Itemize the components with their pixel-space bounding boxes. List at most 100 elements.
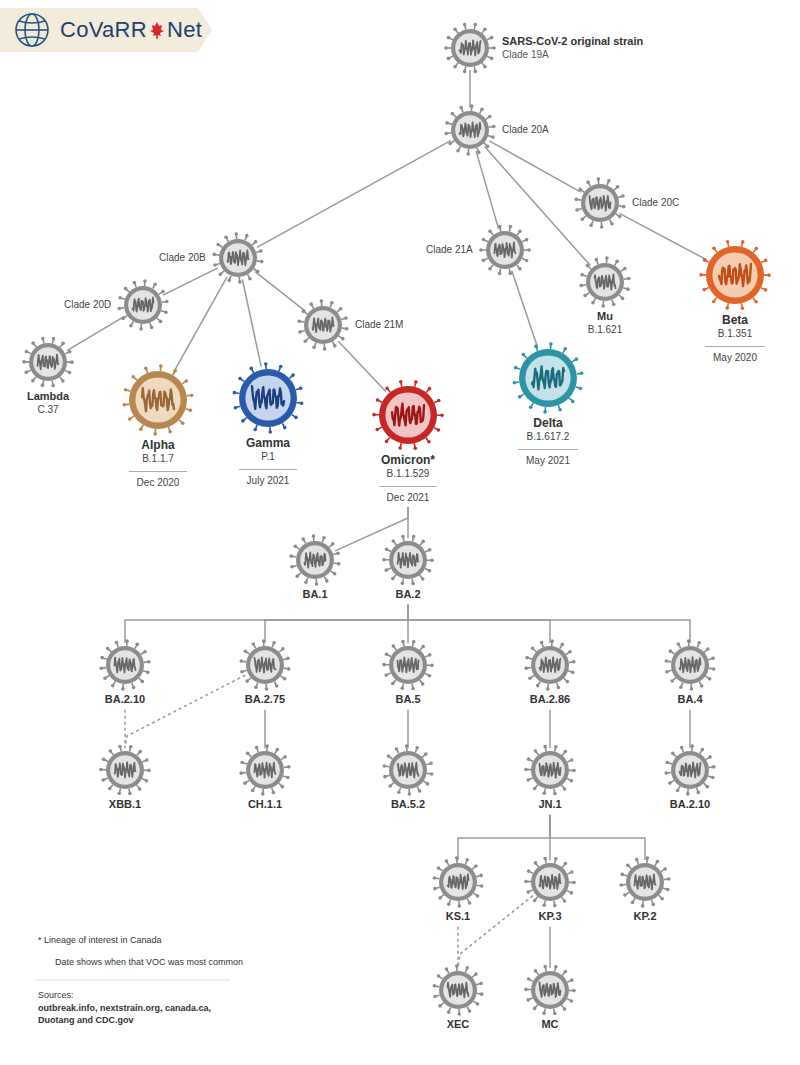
logo-text: Net: [167, 16, 202, 45]
virus-node: BA.2.75: [239, 639, 291, 707]
lineage-detail: July 2021: [239, 469, 298, 488]
lineage-name: Mu: [597, 310, 613, 324]
lineage-link: [469, 70, 471, 108]
label-group: DeltaB.1.617.2May 2021: [518, 416, 578, 467]
virus-node: BA.2.10: [99, 639, 151, 707]
label-group: Clade 21A: [426, 244, 473, 257]
virus-node: Clade 21A: [426, 224, 531, 276]
lineage-name: Clade 21M: [355, 319, 403, 332]
lineage-link: [174, 277, 227, 372]
virus-icon: [117, 279, 169, 331]
lineage-detail: Dec 2021: [379, 486, 438, 505]
lineage-name: KS.1: [446, 910, 470, 924]
lineage-link: [242, 280, 261, 367]
label-group: BA.5: [395, 693, 420, 707]
label-group: MC: [541, 1018, 558, 1032]
virus-icon: [524, 639, 576, 691]
virus-icon: [479, 224, 531, 276]
lineage-name: XBB.1: [109, 798, 141, 812]
virus-node: SARS-CoV-2 original strainClade 19A: [444, 22, 643, 74]
lineage-link: [67, 316, 125, 350]
virus-icon: [22, 336, 74, 388]
label-group: CH.1.1: [248, 798, 282, 812]
virus-node: BA.5: [382, 639, 434, 707]
label-group: Omicron*B.1.1.529Dec 2021: [379, 453, 438, 504]
label-group: JN.1: [538, 798, 561, 812]
lineage-detail: May 2021: [518, 449, 578, 468]
virus-node: BA.2.86: [524, 639, 576, 707]
lineage-name: XEC: [447, 1018, 470, 1032]
virus-node: Clade 20A: [444, 104, 549, 156]
lineage-name: BA.4: [677, 693, 702, 707]
virus-icon: [239, 639, 291, 691]
lineage-link: [476, 151, 499, 229]
lineage-detail: B.1.617.2: [527, 431, 570, 444]
virus-icon: [699, 239, 771, 311]
lineage-link: [408, 605, 550, 643]
lineage-name: BA.2.10: [105, 693, 145, 707]
virus-node: DeltaB.1.617.2May 2021: [512, 342, 584, 467]
virus-node: BA.1: [289, 534, 341, 602]
label-group: BA.2.10: [670, 798, 710, 812]
virus-node: CH.1.1: [239, 744, 291, 812]
virus-icon: [444, 22, 496, 74]
lineage-name: Gamma: [246, 436, 290, 451]
virus-node: Omicron*B.1.1.529Dec 2021: [372, 379, 444, 504]
virus-node: AlphaB.1.1.7Dec 2020: [122, 364, 194, 489]
virus-icon: [664, 744, 716, 796]
legend-rule: [35, 980, 230, 981]
maple-leaf: [150, 22, 164, 39]
virus-icon: [297, 299, 349, 351]
lineage-name: BA.2.10: [670, 798, 710, 812]
lineage-link: [408, 605, 690, 643]
lineage-name: BA.1: [302, 588, 327, 602]
lineage-name: JN.1: [538, 798, 561, 812]
lineage-link: [335, 507, 408, 551]
virus-node: GammaP.1July 2021: [232, 362, 304, 487]
label-group: BA.2.75: [245, 693, 285, 707]
lineage-detail: Clade 19A: [502, 49, 549, 62]
lineage-link: [689, 710, 691, 748]
virus-icon: [239, 744, 291, 796]
lineage-name: BA.2.75: [245, 693, 285, 707]
label-group: Clade 20D: [64, 299, 111, 312]
virus-node: MuB.1.621: [579, 256, 631, 336]
label-group: SARS-CoV-2 original strainClade 19A: [502, 35, 643, 61]
lineage-name: Beta: [722, 313, 748, 328]
label-group: Clade 20B: [159, 252, 206, 265]
recombinant-link: [458, 896, 533, 968]
lineage-name: KP.3: [538, 910, 561, 924]
lineage-link: [255, 272, 306, 312]
virus-icon: [122, 364, 194, 436]
lineage-detail: C.37: [37, 404, 58, 417]
lineage-name: BA.5: [395, 693, 420, 707]
lineage-name: KP.2: [633, 910, 656, 924]
virus-icon: [212, 232, 264, 284]
lineage-link: [512, 271, 538, 348]
lineage-link: [489, 141, 581, 192]
lineage-detail: Dec 2020: [129, 471, 188, 490]
virus-node: BA.4: [664, 639, 716, 707]
recombinant-link: [457, 927, 459, 968]
lineage-name: Omicron*: [381, 453, 435, 468]
virus-node: KP.2: [619, 856, 671, 924]
virus-node: JN.1: [524, 744, 576, 812]
lineage-link: [257, 141, 451, 248]
lineage-name: BA.2: [395, 588, 420, 602]
virus-icon: [382, 639, 434, 691]
label-group: AlphaB.1.1.7Dec 2020: [129, 438, 188, 489]
virus-icon: [232, 362, 304, 434]
label-group: XEC: [447, 1018, 470, 1032]
virus-node: Clade 21M: [297, 299, 403, 351]
virus-node: BA.5.2: [382, 744, 434, 812]
lineage-link: [338, 341, 386, 392]
virus-node: XEC: [432, 964, 484, 1032]
virus-icon: [619, 856, 671, 908]
legend-note: Sources:: [38, 990, 74, 1002]
lineage-link: [458, 815, 550, 860]
source-list: outbreak.info, nextstrain.org, canada.ca…: [38, 1003, 238, 1026]
virus-icon: [372, 379, 444, 451]
lineage-name: BA.2.86: [530, 693, 570, 707]
virus-node: BA.2: [382, 534, 434, 602]
